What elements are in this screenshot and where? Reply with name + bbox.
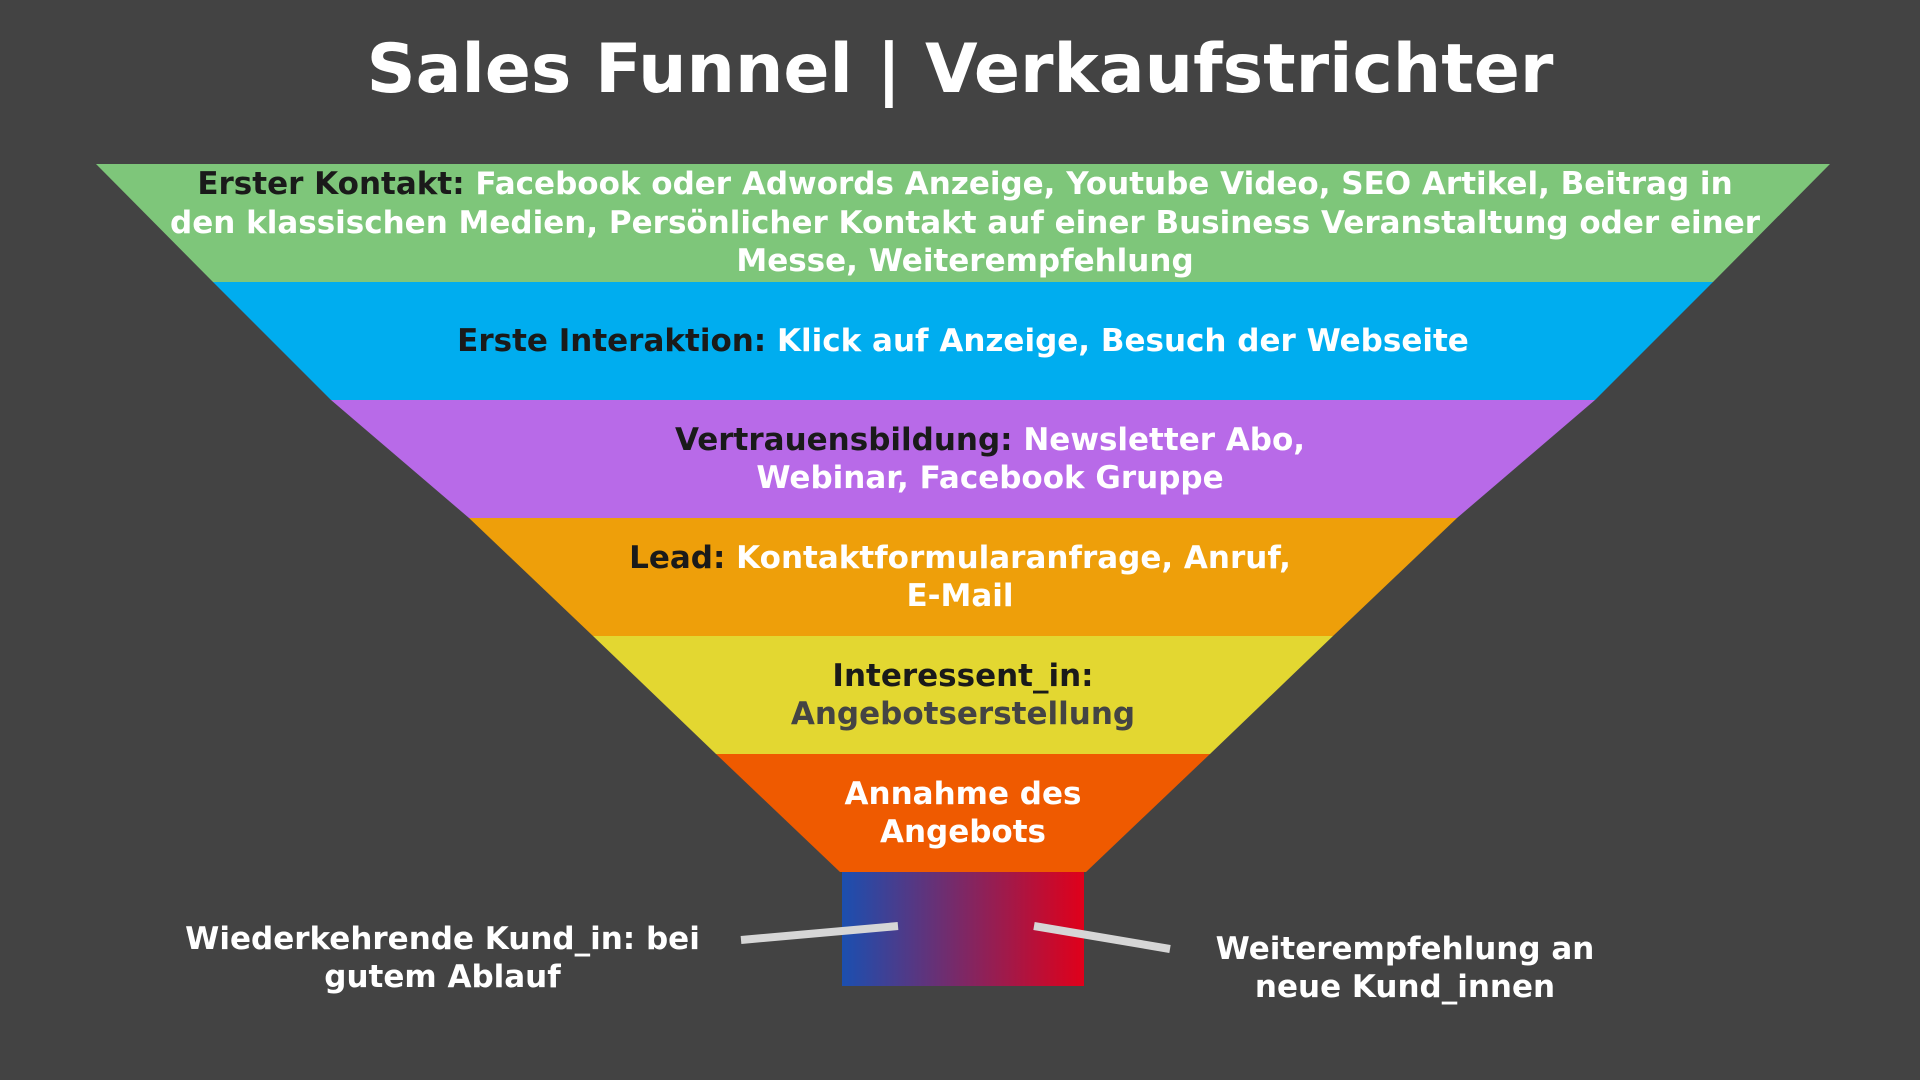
funnel-stage-2-band	[213, 282, 1713, 400]
connector-line-left	[740, 922, 899, 944]
stage-5-label: Interessent_in:	[832, 657, 1094, 694]
stage-4-description: Kontaktformularanfrage, Anruf, E-Mail	[736, 539, 1291, 614]
stage-2-description: Klick auf Anzeige, Besuch der Webseite	[777, 322, 1469, 359]
funnel-stage-5: Interessent_in: Angebotserstellung	[700, 636, 1226, 754]
stage-1-description: Facebook oder Adwords Anzeige, Youtube V…	[170, 166, 1761, 280]
funnel-stage-6: Annahme des Angebots	[800, 754, 1126, 872]
outcome-returning-customer: Wiederkehrende Kund_in: bei gutem Ablauf	[185, 921, 700, 996]
stage-6-description: Annahme des Angebots	[844, 775, 1082, 850]
funnel-stage-1-band	[96, 164, 1830, 282]
funnel-stage-6-band	[716, 754, 1210, 872]
funnel-stage-4-band	[469, 518, 1457, 636]
funnel-stage-3-band	[331, 400, 1595, 518]
funnel-stage-3: Vertrauensbildung: Newsletter Abo, Webin…	[620, 400, 1360, 518]
stage-1-label: Erster Kontakt:	[197, 166, 465, 203]
outcome-referral: Weiterempfehlung an neue Kund_innen	[1215, 931, 1595, 1006]
stage-3-description: Newsletter Abo, Webinar, Facebook Gruppe	[756, 421, 1306, 496]
funnel-stage-2: Erste Interaktion: Klick auf Anzeige, Be…	[300, 282, 1626, 400]
stage-3-label: Vertrauensbildung:	[674, 421, 1013, 458]
funnel-stage-5-band	[593, 636, 1333, 754]
page-title: Sales Funnel | Verkaufstrichter	[366, 30, 1554, 109]
stage-5-description: Angebotserstellung	[790, 696, 1136, 732]
stage-4-label: Lead:	[629, 539, 726, 576]
funnel-stage-4: Lead: Kontaktformularanfrage, Anruf, E-M…	[620, 518, 1300, 636]
funnel-stage-1: Erster Kontakt: Facebook oder Adwords An…	[170, 164, 1760, 282]
stage-2-label: Erste Interaktion:	[457, 322, 767, 359]
connector-line-right	[1033, 922, 1171, 953]
